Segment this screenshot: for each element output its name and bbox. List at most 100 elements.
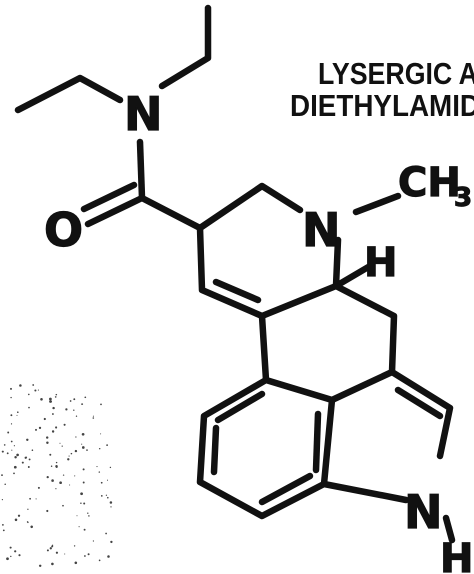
methyl-carbon-label: CH xyxy=(398,160,461,206)
speckle-dot xyxy=(26,456,28,458)
speckle-dot xyxy=(14,550,17,553)
speckle-dot xyxy=(14,455,17,459)
speckle-dot xyxy=(76,515,78,517)
speckle-dot xyxy=(51,479,54,482)
speckle-dot xyxy=(13,465,17,469)
ethyl-left-bond xyxy=(14,74,124,114)
ring-b-bonds xyxy=(312,368,454,504)
speckle-dot xyxy=(98,471,101,473)
carbonyl-ring-bond xyxy=(138,194,204,232)
speckle-dot xyxy=(38,426,42,430)
ring-a-bonds xyxy=(196,376,336,520)
speckle-dot xyxy=(17,411,19,414)
speckle-dot xyxy=(10,555,12,558)
stereo-hydrogen-label: H xyxy=(364,240,397,286)
speckle-dot xyxy=(35,428,37,431)
speckle-dot xyxy=(100,403,102,406)
speckle-dot xyxy=(73,398,76,401)
ring-c-bonds xyxy=(258,282,398,404)
speckle-dot xyxy=(67,458,70,461)
speckle-dot xyxy=(62,504,64,507)
ring-nitrogen-label: N xyxy=(302,203,341,257)
indole-hydrogen-label: H xyxy=(440,536,473,574)
speckle-dot xyxy=(109,466,112,469)
speckle-dot xyxy=(55,466,58,468)
speckle-dot xyxy=(107,496,109,499)
speckle-dot xyxy=(84,555,86,557)
speckle-dot xyxy=(81,443,83,445)
speckle-dot xyxy=(3,444,6,446)
carbonyl-double-bond xyxy=(80,181,146,228)
speckle-dot xyxy=(51,430,55,433)
speckle-dot xyxy=(13,445,15,447)
speckle-dot xyxy=(27,466,30,468)
speckle-dot xyxy=(52,544,54,546)
speckle-dot xyxy=(55,488,57,490)
speckle-dot xyxy=(37,389,39,391)
speckle-dot xyxy=(46,549,49,552)
speckle-dot xyxy=(92,540,95,542)
speckle-dot xyxy=(10,387,12,390)
speckle-dot xyxy=(55,426,58,429)
speckle-dot xyxy=(51,545,54,548)
methyl-subscript-label: 3 xyxy=(454,183,472,213)
speckle-dot xyxy=(63,423,66,426)
speckle-dot xyxy=(31,449,34,451)
speckle-dot xyxy=(81,446,85,449)
speckle-dot xyxy=(75,436,77,438)
speckle-dot xyxy=(43,417,46,421)
speckle-dot xyxy=(18,554,21,557)
speckle-dot xyxy=(75,415,78,417)
speckle-dot xyxy=(73,409,75,411)
speckle-dot xyxy=(59,442,61,444)
print-speckle-texture xyxy=(1,384,113,568)
ring-d-bonds xyxy=(196,182,342,320)
speckle-dot xyxy=(64,553,66,555)
speckle-dot xyxy=(27,393,30,396)
speckle-dot xyxy=(19,384,22,387)
speckle-dot xyxy=(98,447,101,450)
stereo-h-bond xyxy=(332,262,374,290)
speckle-dot xyxy=(49,547,52,550)
speckle-dot xyxy=(87,512,89,514)
diethyl-bonds xyxy=(14,4,212,114)
n-methyl-bond xyxy=(352,192,402,216)
speckle-dot xyxy=(37,486,40,489)
speckle-dot xyxy=(1,499,3,501)
speckle-dot xyxy=(80,492,83,496)
speckle-dot xyxy=(1,474,3,477)
speckle-dot xyxy=(28,458,31,461)
speckle-dot xyxy=(62,474,65,476)
atom-labels: N O N CH 3 H N H xyxy=(43,86,474,574)
speckle-dot xyxy=(7,431,10,434)
speckle-dot xyxy=(13,472,15,475)
speckle-dot xyxy=(61,445,63,447)
speckle-dot xyxy=(55,551,59,554)
speckle-dot xyxy=(1,450,4,453)
speckle-dot xyxy=(51,413,54,415)
speckle-dot xyxy=(49,400,52,403)
speckle-dot xyxy=(100,481,103,484)
speckle-dot xyxy=(54,396,57,398)
speckle-dot xyxy=(98,559,101,562)
speckle-dot xyxy=(17,514,21,517)
speckle-dot xyxy=(52,406,55,410)
speckle-dot xyxy=(65,408,68,411)
speckle-dot xyxy=(110,540,113,544)
speckle-dot xyxy=(26,438,29,442)
speckle-dot xyxy=(4,483,6,486)
speckle-dot xyxy=(69,484,71,486)
speckle-dot xyxy=(16,414,18,416)
speckle-dot xyxy=(81,432,85,436)
speckle-dot xyxy=(1,523,4,526)
speckle-dot xyxy=(6,557,9,561)
speckle-dot xyxy=(34,389,37,392)
speckle-dot xyxy=(105,532,107,535)
speckle-dot xyxy=(35,498,37,500)
speckle-dot xyxy=(96,466,98,468)
speckle-dot xyxy=(78,526,80,528)
speckle-dot xyxy=(105,494,108,496)
indole-nitrogen-label: N xyxy=(404,485,443,539)
speckle-dot xyxy=(49,397,52,401)
